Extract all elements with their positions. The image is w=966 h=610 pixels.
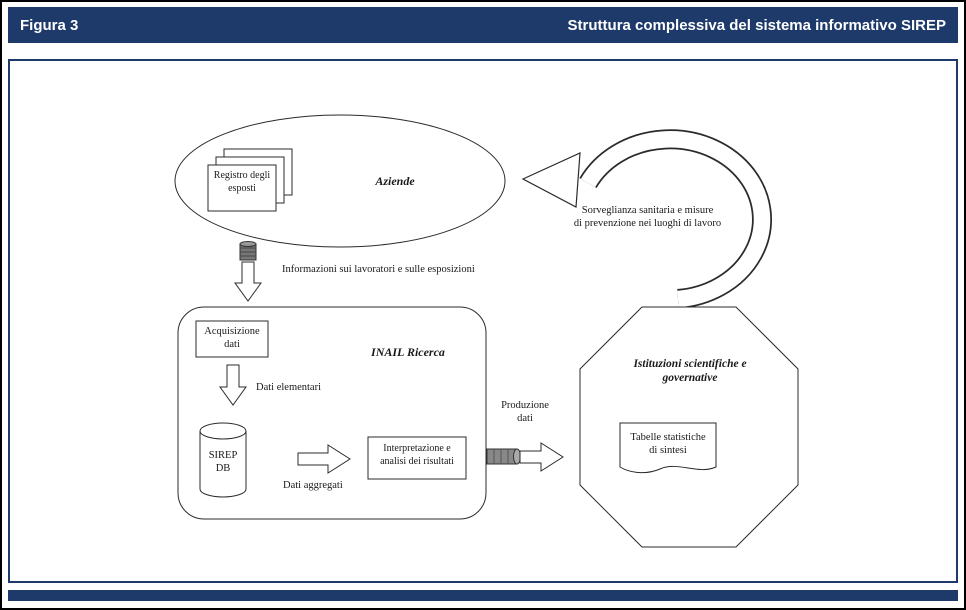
acquisizione-label: Acquisizione dati xyxy=(204,326,260,351)
aziende-label: Aziende xyxy=(375,174,415,188)
informazioni-label: Informazioni sui lavoratori e sulle espo… xyxy=(282,264,475,275)
dati-elementari-arrow xyxy=(219,364,247,406)
data-cylinder-icon xyxy=(239,241,257,261)
figure-number: Figura 3 xyxy=(20,16,79,34)
tabelle-label: Tabelle statistiche di sintesi xyxy=(630,432,706,457)
footer-bar xyxy=(8,590,958,601)
feedback-curved-arrow xyxy=(521,129,772,309)
figure-header: Figura 3 Struttura complessiva del siste… xyxy=(8,7,958,43)
registro-label: Registro degli esposti xyxy=(213,170,271,194)
diagram-canvas: Aziende Registro degli esposti Sorveglia… xyxy=(8,59,958,583)
produzione-pipe-icon xyxy=(486,448,521,465)
produzione-arrow xyxy=(519,442,564,472)
aziende-ellipse xyxy=(174,114,506,248)
acquisizione-box xyxy=(195,320,269,358)
interpretazione-box xyxy=(367,436,467,480)
informazioni-down-arrow xyxy=(234,261,262,302)
diagram-shapes xyxy=(174,114,799,548)
interpretazione-label: Interpretazione e analisi dei risultati xyxy=(380,443,454,467)
dati-elementari-label: Dati elementari xyxy=(256,382,322,393)
dati-aggregati-label: Dati aggregati xyxy=(283,480,343,491)
sirep-db-label: SIREP DB xyxy=(208,450,238,475)
sorveglianza-label: Sorveglianza sanitaria e misure di preve… xyxy=(573,205,722,230)
tabelle-document-shape xyxy=(619,422,717,474)
sirep-db-cylinder xyxy=(199,422,247,498)
documents-stack-icon xyxy=(207,148,293,212)
inail-label: INAIL Ricerca xyxy=(371,345,445,359)
dati-aggregati-arrow xyxy=(297,444,351,474)
figure-title: Struttura complessiva del sistema inform… xyxy=(567,16,946,34)
produzione-label: Produzione dati xyxy=(501,400,549,425)
istituzioni-label: Istituzioni scientifiche e governative xyxy=(633,358,747,385)
